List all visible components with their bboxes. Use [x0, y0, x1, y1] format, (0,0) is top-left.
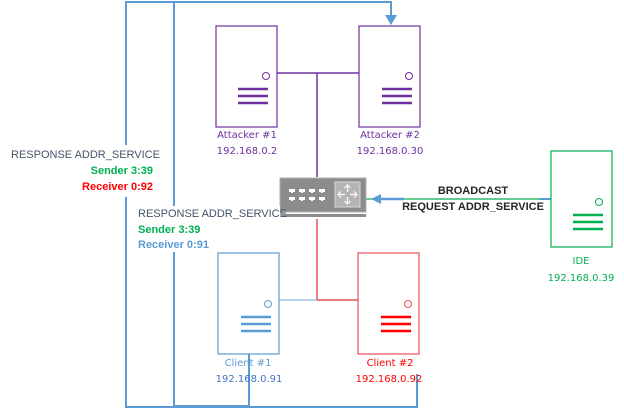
- response-inner-receiver: Receiver 0:91: [138, 239, 209, 251]
- broadcast-label: BROADCAST: [438, 185, 509, 197]
- response-path-client1: [173, 3, 250, 407]
- response-inner-sender: Sender 3:39: [138, 224, 200, 236]
- server-icon: [215, 25, 278, 128]
- switch-ports-icon: [289, 189, 325, 201]
- switch-routing-arrows-icon: [334, 181, 361, 208]
- power-led-icon: [405, 72, 413, 80]
- switch-base: [282, 214, 366, 217]
- response-outer-sender: Sender 3:39: [91, 165, 153, 177]
- drive-bays-icon: [381, 315, 411, 333]
- client1-name: Client #1: [225, 358, 272, 369]
- attacker2-ip: 192.168.0.30: [357, 146, 424, 157]
- arrow-head-left-icon: [371, 194, 381, 204]
- label-background: [136, 206, 280, 252]
- server-client-2[interactable]: [357, 252, 420, 355]
- power-led-icon: [404, 300, 412, 308]
- client2-ip: 192.168.0.92: [356, 374, 423, 385]
- drive-bays-icon: [382, 87, 412, 105]
- server-ide[interactable]: [550, 150, 613, 248]
- label-background: [8, 145, 154, 197]
- server-client-1[interactable]: [217, 252, 280, 355]
- drive-bays-icon: [238, 87, 268, 105]
- response-flow-outer: [125, 1, 418, 408]
- client2-name: Client #2: [367, 358, 414, 369]
- attacker1-name: Attacker #1: [217, 130, 277, 141]
- client1-ip: 192.168.0.91: [216, 374, 283, 385]
- server-attacker-2[interactable]: [358, 25, 421, 128]
- drive-bays-icon: [573, 213, 603, 231]
- server-icon: [357, 252, 420, 355]
- drive-bays-icon: [241, 315, 271, 333]
- server-attacker-1[interactable]: [215, 25, 278, 128]
- ide-name: IDE: [573, 256, 590, 267]
- arrow-head-down-icon: [385, 15, 397, 25]
- response-flow-inner: [173, 3, 250, 407]
- power-led-icon: [262, 72, 270, 80]
- server-icon: [550, 150, 613, 248]
- server-icon: [358, 25, 421, 128]
- network-switch[interactable]: [279, 177, 367, 217]
- power-led-icon: [595, 198, 603, 206]
- response-outer-receiver: Receiver 0:92: [82, 181, 153, 193]
- server-icon: [217, 252, 280, 355]
- attacker1-ip: 192.168.0.2: [217, 146, 277, 157]
- attacker2-name: Attacker #2: [360, 130, 420, 141]
- response-inner-title: RESPONSE ADDR_SERVICE: [138, 208, 287, 220]
- power-led-icon: [264, 300, 272, 308]
- ide-ip: 192.168.0.39: [548, 273, 615, 284]
- response-outer-title: RESPONSE ADDR_SERVICE: [11, 149, 160, 161]
- response-path-client2-to-attacker2: [125, 1, 418, 408]
- broadcast-request-label: REQUEST ADDR_SERVICE: [402, 201, 544, 213]
